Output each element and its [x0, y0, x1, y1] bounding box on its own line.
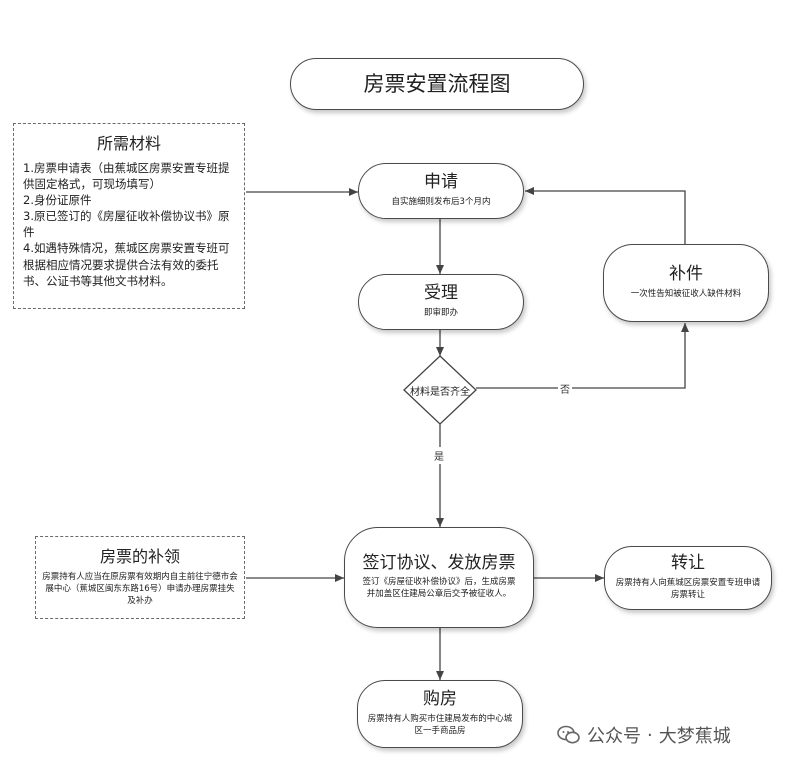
arrow-supplement-to-apply — [525, 187, 686, 244]
materials-item: 3.原已签订的《房屋征收补偿协议书》原件 — [23, 209, 230, 240]
watermark-name: 大梦蕉城 — [658, 726, 731, 747]
decision-text: 材料是否齐全 — [410, 387, 470, 398]
purchase-note: 房票持有人购买市住建局发布的中心城区一手商品房 — [367, 713, 513, 736]
supplement-node: 补件 一次性告知被征收人缺件材料 — [603, 244, 769, 322]
materials-item: 1.房票申请表（由蕉城区房票安置专班提供固定格式，可现场填写） — [23, 161, 230, 192]
wechat-icon — [557, 725, 580, 744]
transfer-node: 转让 房票持有人向蕉城区房票安置专班申请房票转让 — [604, 546, 772, 610]
decision-diamond — [403, 355, 477, 425]
watermark-prefix: 公众号 — [587, 726, 641, 747]
supplement-title: 补件 — [669, 264, 703, 285]
decision-yes-label: 是 — [434, 447, 444, 464]
materials-item: 4.如遇特殊情况，蕉城区房票安置专班可根据相应情况要求提供合法有效的委托书、公证… — [23, 241, 230, 288]
decision-no-label: 否 — [558, 381, 572, 396]
purchase-title: 购房 — [423, 689, 457, 710]
accept-node: 受理 即审即办 — [358, 274, 524, 330]
reissue-note: 房票持有人应当在原房票有效期内自主前往宁德市会展中心（蕉城区闽东东路16号）申请… — [42, 572, 238, 606]
reissue-box: 房票的补领 房票持有人应当在原房票有效期内自主前往宁德市会展中心（蕉城区闽东东路… — [35, 536, 245, 619]
transfer-note: 房票持有人向蕉城区房票安置专班申请房票转让 — [615, 577, 761, 600]
accept-title: 受理 — [424, 283, 458, 304]
apply-node: 申请 自实施细则发布后3个月内 — [358, 163, 524, 219]
sign-note: 签订《房屋征收补偿协议》后，生成房票并加盖区住建局公章后交予被征收人。 — [362, 577, 516, 600]
reissue-title: 房票的补领 — [99, 547, 180, 566]
accept-note: 即审即办 — [423, 307, 458, 318]
purchase-node: 购房 房票持有人购买市住建局发布的中心城区一手商品房 — [357, 680, 523, 748]
apply-note: 自实施细则发布后3个月内 — [391, 196, 491, 207]
sign-title: 签订协议、发放房票 — [362, 552, 516, 573]
watermark-separator: · — [647, 724, 653, 746]
materials-box: 所需材料 1.房票申请表（由蕉城区房票安置专班提供固定格式，可现场填写） 2.身… — [13, 123, 245, 309]
title-box: 房票安置流程图 — [290, 58, 584, 110]
watermark: 公众号 · 大梦蕉城 — [557, 722, 731, 748]
apply-title: 申请 — [424, 172, 458, 193]
transfer-title: 转让 — [671, 553, 705, 574]
page-title: 房票安置流程图 — [363, 71, 511, 96]
arrow-decision-to-supplement — [476, 323, 689, 389]
materials-item: 2.身份证原件 — [23, 193, 92, 208]
supplement-note: 一次性告知被征收人缺件材料 — [630, 288, 742, 299]
materials-heading: 所需材料 — [96, 134, 161, 153]
sign-node: 签订协议、发放房票 签订《房屋征收补偿协议》后，生成房票并加盖区住建局公章后交予… — [344, 527, 534, 628]
